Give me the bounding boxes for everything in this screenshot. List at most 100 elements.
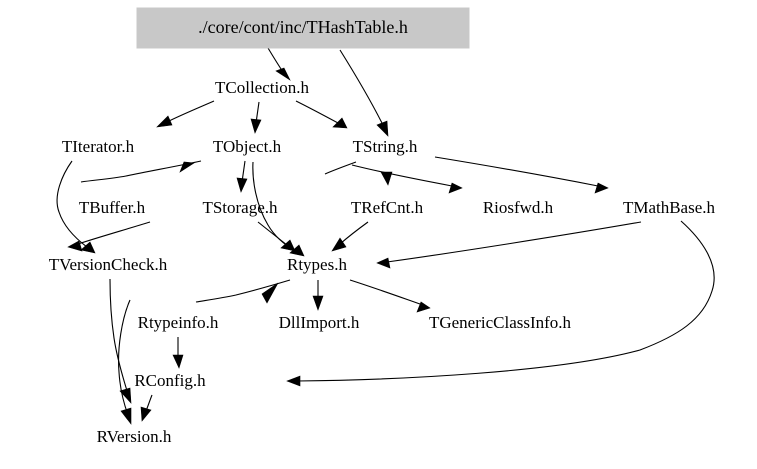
arrowhead-icon — [172, 354, 184, 369]
edge-line — [434, 156, 599, 187]
edge-line — [296, 220, 715, 382]
edge-rtypeinfo-to-rconfig — [172, 337, 184, 369]
edge-tcollection-to-tobject — [250, 101, 262, 134]
node-titerator[interactable]: TIterator.h — [62, 137, 135, 156]
arrowhead-icon — [376, 257, 391, 269]
node-tstorage[interactable]: TStorage.h — [202, 198, 278, 217]
arrowhead-icon — [119, 387, 132, 404]
node-label: RVersion.h — [97, 427, 172, 446]
edge-thashtable-to-tcollection — [267, 47, 291, 81]
arrowhead-icon — [332, 117, 348, 129]
edge-line — [195, 279, 291, 303]
arrowhead-icon — [179, 161, 195, 173]
arrowhead-icon — [331, 237, 347, 252]
edge-line — [339, 49, 385, 128]
arrowhead-icon — [312, 295, 324, 311]
node-label: TBuffer.h — [79, 198, 146, 217]
edge-tmathbase-to-rconfig — [286, 220, 715, 387]
node-label: ./core/cont/inc/THashTable.h — [198, 17, 408, 37]
node-label: Rtypeinfo.h — [138, 313, 219, 332]
edge-layer — [56, 47, 715, 425]
arrowhead-icon — [250, 118, 262, 134]
node-label: TIterator.h — [62, 137, 135, 156]
node-label: TCollection.h — [215, 78, 309, 97]
arrowhead-icon — [448, 182, 463, 194]
arrowhead-icon — [380, 171, 393, 186]
edge-tstorage-to-rtypes — [257, 221, 296, 252]
edge-tcollection-to-titerator — [156, 100, 215, 128]
node-rconfig[interactable]: RConfig.h — [134, 371, 206, 390]
arrowhead-icon — [286, 375, 301, 387]
arrowhead-icon — [275, 67, 291, 81]
arrowhead-icon — [120, 407, 132, 425]
arrowhead-icon — [156, 115, 173, 128]
arrowhead-icon — [376, 120, 389, 137]
edge-titerator-to-tversioncheck — [56, 160, 96, 254]
arrowhead-icon — [140, 406, 152, 422]
edge-line — [324, 161, 357, 175]
edge-tstring-to-riosfwd — [351, 164, 463, 194]
edge-tobject-to-tstorage — [236, 160, 248, 193]
node-label: DllImport.h — [279, 313, 360, 332]
arrowhead-icon — [67, 240, 83, 252]
edge-line — [166, 100, 215, 123]
node-tgenericclassinfo[interactable]: TGenericClassInfo.h — [429, 313, 572, 332]
edge-tversioncheck-to-rconfig — [109, 278, 132, 404]
edge-line — [118, 299, 131, 416]
edge-rtypes-to-dllimport — [312, 280, 324, 311]
node-label: RConfig.h — [134, 371, 206, 390]
edge-tmathbase-to-rtypes — [376, 221, 642, 269]
edge-thashtable-to-tstring — [339, 49, 389, 137]
edge-line — [257, 221, 288, 246]
edge-line — [80, 160, 202, 183]
node-label: TObject.h — [213, 137, 282, 156]
node-label: TString.h — [353, 137, 418, 156]
edge-line — [339, 221, 369, 245]
edge-tcollection-to-tstring — [295, 100, 348, 129]
edge-line — [109, 278, 129, 395]
node-dllimport[interactable]: DllImport.h — [279, 313, 360, 332]
node-label: Riosfwd.h — [483, 198, 554, 217]
node-label: TRefCnt.h — [351, 198, 424, 217]
arrowhead-icon — [416, 301, 431, 313]
node-label: TStorage.h — [202, 198, 278, 217]
arrowhead-icon — [594, 182, 609, 194]
node-rtypes[interactable]: Rtypes.h — [287, 255, 347, 274]
arrowhead-icon — [80, 241, 96, 254]
node-tbuffer[interactable]: TBuffer.h — [79, 198, 146, 217]
node-tcollection[interactable]: TCollection.h — [215, 78, 309, 97]
node-trefcnt[interactable]: TRefCnt.h — [351, 198, 424, 217]
edge-trefcnt-to-rtypes — [331, 221, 369, 252]
node-riosfwd[interactable]: Riosfwd.h — [483, 198, 554, 217]
node-label: TVersionCheck.h — [49, 255, 168, 274]
node-layer: ./core/cont/inc/THashTable.hTCollection.… — [49, 7, 716, 446]
node-highlight-box — [136, 7, 470, 49]
arrowhead-icon — [261, 282, 279, 304]
arrowhead-icon — [289, 244, 305, 257]
node-tobject[interactable]: TObject.h — [213, 137, 282, 156]
edge-line — [267, 47, 284, 73]
arrowhead-icon — [236, 177, 248, 193]
edge-line — [56, 160, 88, 248]
node-rtypeinfo[interactable]: Rtypeinfo.h — [138, 313, 219, 332]
edge-line — [295, 100, 339, 124]
edge-rtypes-to-rtypeinfo — [195, 279, 291, 304]
node-tmathbase[interactable]: TMathBase.h — [623, 198, 716, 217]
node-label: TMathBase.h — [623, 198, 716, 217]
edge-rconfig-to-rversion — [140, 394, 153, 422]
edge-rtypes-to-tgenericclassinfo — [349, 279, 431, 313]
edge-tobject-to-tbuffer — [80, 160, 202, 183]
edge-tstring-to-trefcnt — [324, 161, 393, 186]
node-tversioncheck[interactable]: TVersionCheck.h — [49, 255, 168, 274]
edge-tbuffer-to-tversioncheck — [67, 221, 151, 252]
node-tstring[interactable]: TString.h — [353, 137, 418, 156]
edge-line — [386, 221, 642, 263]
edge-line — [351, 164, 453, 187]
arrowhead-icon — [280, 239, 296, 252]
edge-line — [349, 279, 421, 305]
node-rversion[interactable]: RVersion.h — [97, 427, 172, 446]
node-label: Rtypes.h — [287, 255, 347, 274]
node-thashtable[interactable]: ./core/cont/inc/THashTable.h — [136, 7, 470, 49]
